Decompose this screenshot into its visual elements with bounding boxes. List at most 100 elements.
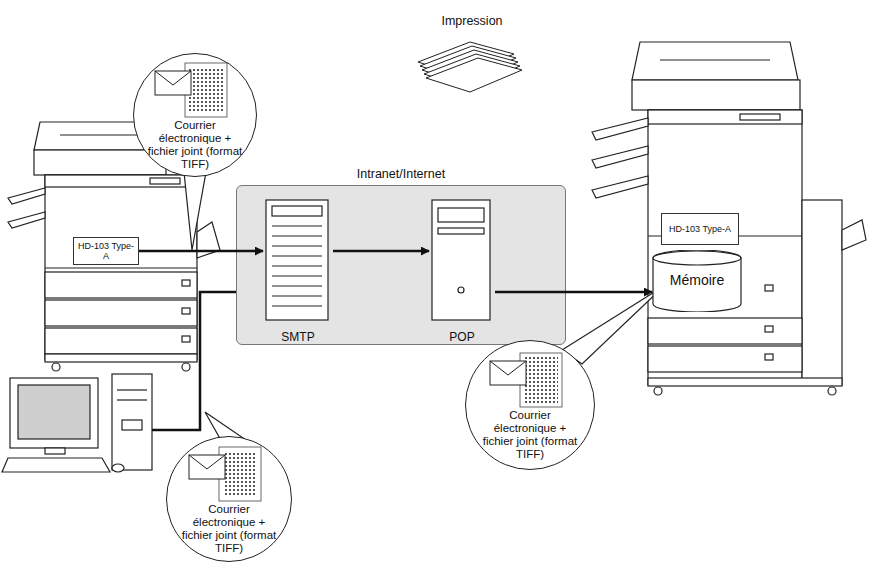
smtp-server-part (272, 285, 322, 286)
right-mfp-part (654, 387, 662, 395)
right-mfp (592, 42, 866, 395)
right-mfp-part (660, 59, 770, 60)
server-node: POP (429, 196, 495, 344)
computer-part (45, 448, 65, 454)
right-mfp-part (648, 110, 802, 124)
smtp-server-part (272, 305, 322, 306)
right-mfp-part (765, 326, 773, 332)
right-mfp-part (648, 110, 802, 385)
envelope (155, 71, 191, 95)
left-mfp-part (182, 336, 190, 342)
unit-tag: HD-103 Type-A (661, 213, 739, 245)
envelope-flap (155, 71, 191, 85)
server-label: SMTP (263, 330, 333, 344)
pop-server (432, 200, 490, 320)
callout-text: Courrier électronique + fichier joint (f… (146, 119, 244, 171)
mail-attachment-icon (189, 447, 261, 501)
smtp-server-part (272, 255, 322, 256)
left-mfp-part (45, 272, 197, 298)
server-node: SMTP (263, 196, 333, 344)
callout-text: Courrier électronique + fichier joint (f… (179, 503, 278, 555)
left-mfp-part (182, 308, 190, 314)
callout-text: Courrier électronique + fichier joint (f… (479, 409, 581, 461)
smtp-server-part (272, 295, 322, 296)
pop-server-part (438, 228, 484, 234)
smtp-server-part (272, 225, 322, 226)
mail-attachment-icon (490, 353, 562, 407)
computer-part (2, 458, 110, 472)
left-mfp-part (45, 175, 197, 187)
paper-stack-part (426, 58, 522, 92)
left-mfp-part (45, 300, 197, 326)
computer-part (18, 385, 90, 439)
right-mfp-part (648, 318, 802, 344)
server-label: POP (429, 330, 495, 344)
flow-arrow (139, 250, 263, 253)
mail-attachment-icon (155, 63, 227, 117)
computer-part (122, 420, 142, 430)
left-mfp-part (60, 134, 140, 135)
tag-text: HD-103 Type-A (666, 224, 734, 234)
right-mfp-part (828, 387, 836, 395)
smtp-server-part (266, 200, 328, 320)
right-mfp-part (632, 42, 798, 80)
document-sheet (185, 63, 227, 117)
document-dots (223, 451, 257, 497)
left-mfp-part (182, 280, 190, 286)
document-dots (189, 67, 223, 113)
right-mfp-part (648, 346, 802, 372)
envelope (490, 361, 526, 385)
computer-part (10, 378, 98, 448)
smtp-server-part (272, 235, 322, 236)
right-mfp-part (765, 285, 773, 291)
flow-arrow (333, 250, 429, 253)
memory-label: Mémoire (652, 272, 742, 288)
callout-bubble: Courrier électronique + fichier joint (f… (465, 340, 595, 470)
smtp-server-part (272, 265, 322, 266)
left-mfp-part (45, 354, 197, 362)
cylinder-body (653, 250, 741, 312)
left-mfp-part (150, 178, 180, 184)
mail-icons (155, 63, 562, 501)
smtp-server-part (272, 245, 322, 246)
left-mfp-part (45, 267, 197, 268)
pop-server-part (458, 287, 464, 293)
computer (2, 374, 152, 472)
band-heading: Intranet/Internet (237, 167, 565, 181)
cylinder-top (653, 251, 741, 265)
callout-tail-part (562, 286, 664, 364)
tag-text: HD-103 Type-A (74, 241, 138, 261)
right-mfp-part (592, 146, 648, 168)
envelope-flap (189, 455, 225, 469)
callout-bubble: Courrier électronique + fichier joint (f… (133, 53, 257, 177)
right-mfp-part (802, 200, 842, 385)
right-mfp-part (592, 118, 648, 140)
left-mfp-part (8, 212, 45, 228)
document-dots (524, 357, 558, 403)
right-mfp-part (592, 176, 648, 198)
flow-arrow (495, 291, 652, 294)
memory-cylinder: Mémoire (652, 250, 742, 312)
computer-part (112, 464, 124, 472)
callout-bubble: Courrier électronique + fichier joint (f… (166, 436, 292, 562)
network-band: Intranet/InternetSMTPPOP (236, 185, 566, 345)
right-mfp-part (765, 354, 773, 360)
smtp-server-part (272, 206, 322, 216)
left-mfp-part (45, 328, 197, 354)
print-label: Impression (412, 14, 532, 28)
paper-stack (418, 42, 522, 92)
right-mfp-part (632, 80, 800, 110)
computer-part (112, 374, 152, 470)
pop-server-part (438, 208, 484, 222)
document-sheet (520, 353, 562, 407)
envelope (189, 455, 225, 479)
left-mfp-part (197, 222, 220, 258)
smtp-server (266, 200, 328, 320)
left-mfp-part (45, 175, 197, 360)
left-mfp-part (182, 363, 190, 371)
envelope-flap (490, 361, 526, 375)
left-mfp-part (52, 363, 60, 371)
computer-part (117, 399, 147, 400)
